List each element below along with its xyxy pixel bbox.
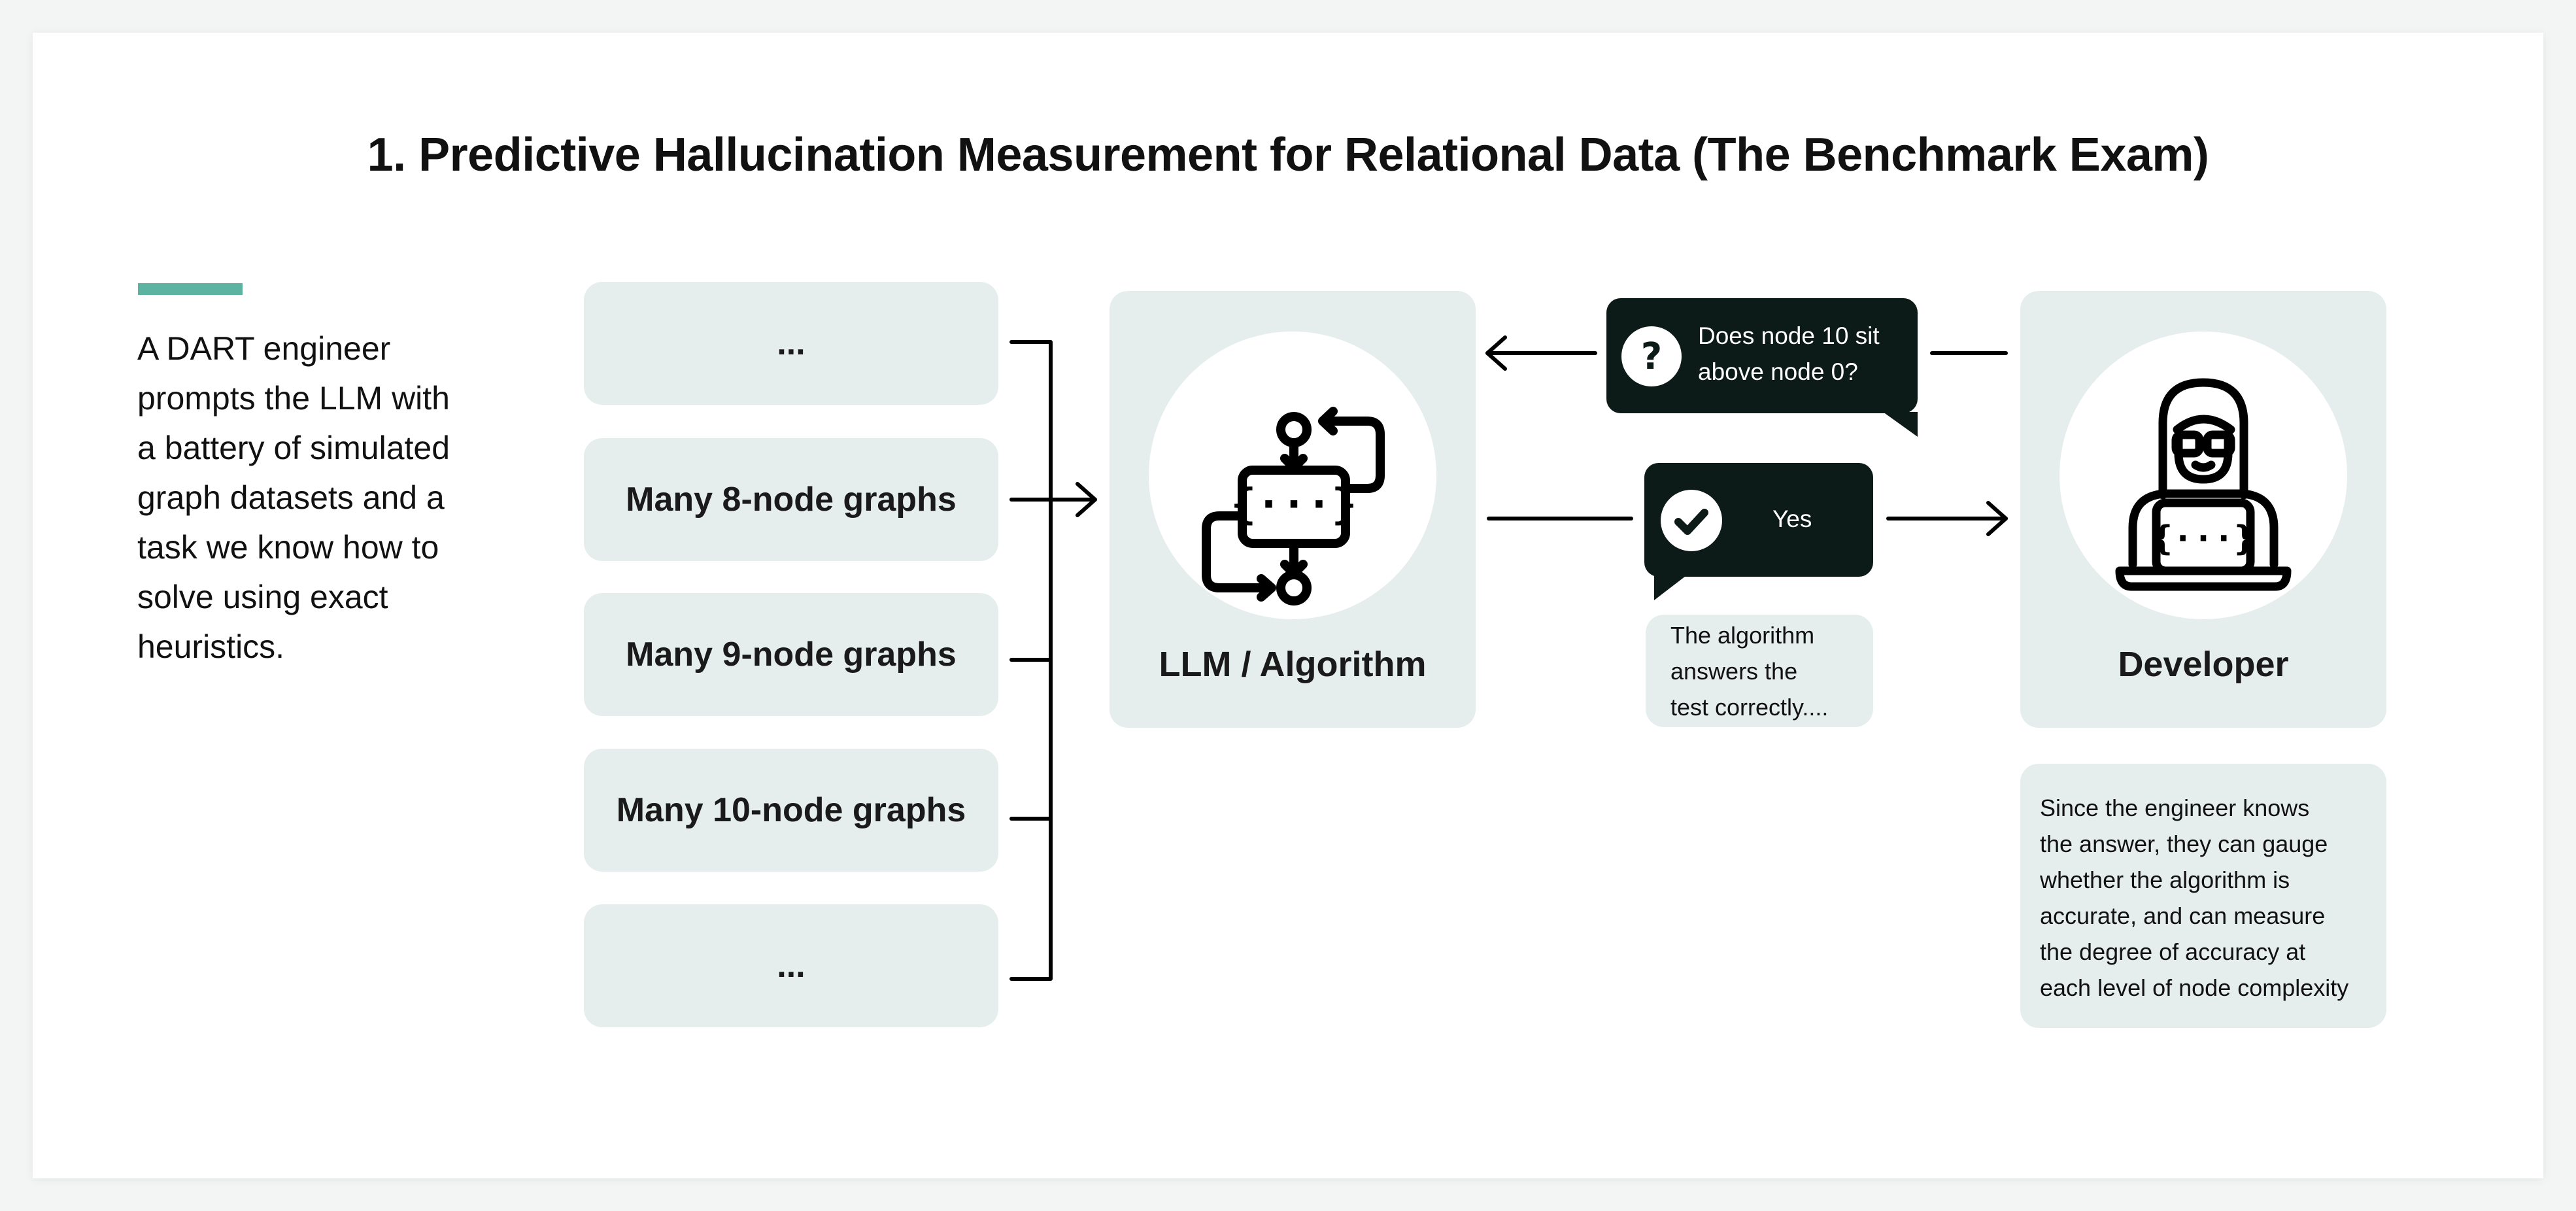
developer-note-line: accurate, and can measure — [2040, 902, 2326, 929]
diagram-title: 1. Predictive Hallucination Measurement … — [367, 129, 2209, 181]
developer-node-label: Developer — [2118, 645, 2289, 684]
svg-text:?: ? — [1641, 335, 1662, 378]
intro-line: A DART engineer — [137, 330, 391, 367]
developer-note-line: whether the algorithm is — [2040, 866, 2290, 893]
check-icon — [1661, 490, 1722, 551]
question-bubble-tail — [1883, 412, 1918, 437]
question-text: Does node 10 sit above node 0? — [1698, 318, 1880, 390]
developer-note-line: the degree of accuracy at — [2040, 938, 2306, 965]
llm-node-label: LLM / Algorithm — [1159, 645, 1427, 684]
graph-dataset-label: Many 8-node graphs — [626, 481, 957, 519]
svg-text:{···}: {···} — [1231, 481, 1357, 529]
graph-dataset-box: Many 9-node graphs — [584, 593, 998, 716]
developer-note-line: the answer, they can gauge — [2040, 830, 2328, 857]
answer-note-line: answers the — [1670, 658, 1798, 685]
intro-line: graph datasets and a — [137, 479, 445, 516]
graph-dataset-label: ... — [777, 324, 805, 362]
graph-dataset-label: Many 9-node graphs — [626, 636, 957, 674]
developer-note-box: Since the engineer knows the answer, the… — [2020, 764, 2386, 1028]
developer-laptop-icon: {···} — [2115, 378, 2292, 591]
intro-text: A DART engineer prompts the LLM with a b… — [137, 324, 503, 672]
intro-line: heuristics. — [137, 628, 285, 665]
dataset-arrowhead — [1076, 482, 1097, 517]
developer-note-text: Since the engineer knows the answer, the… — [2040, 790, 2348, 1006]
intro-line: task we know how to — [137, 529, 439, 566]
llm-node: {···} LLM / Algorithm — [1110, 291, 1476, 728]
intro-line: prompts the LLM with — [137, 380, 450, 417]
code-flow-icon: {···} — [1202, 407, 1385, 606]
question-icon: ? — [1621, 326, 1682, 386]
graph-dataset-box: ... — [584, 282, 998, 405]
llm-icon-circle: {···} — [1149, 332, 1436, 619]
svg-text:{···}: {···} — [2152, 519, 2255, 558]
answer-bubble-tail — [1654, 574, 1688, 600]
graph-dataset-box: Many 10-node graphs — [584, 749, 998, 872]
question-line: above node 0? — [1698, 358, 1858, 385]
developer-node: {···} Developer — [2020, 291, 2386, 728]
answer-note-text: The algorithm answers the test correctly… — [1670, 617, 1828, 725]
answer-note-box: The algorithm answers the test correctly… — [1646, 615, 1873, 727]
accent-bar — [138, 283, 243, 295]
answer-note-line: test correctly.... — [1670, 694, 1829, 721]
graph-dataset-box: ... — [584, 904, 998, 1027]
developer-note-line: Since the engineer knows — [2040, 794, 2310, 821]
graph-dataset-box: Many 8-node graphs — [584, 438, 998, 561]
intro-line: solve using exact — [137, 579, 388, 615]
answer-arrowhead — [1986, 501, 2008, 536]
graph-dataset-label: ... — [777, 947, 805, 985]
graph-dataset-label: Many 10-node graphs — [616, 791, 966, 829]
question-line: Does node 10 sit — [1698, 322, 1880, 349]
developer-icon-circle: {···} — [2059, 332, 2347, 619]
question-bubble: ? Does node 10 sit above node 0? — [1606, 298, 1918, 413]
question-arrowhead — [1485, 335, 1507, 371]
answer-text: Yes — [1772, 505, 1812, 532]
developer-note-line: each level of node complexity — [2040, 974, 2349, 1001]
intro-line: a battery of simulated — [137, 430, 450, 466]
answer-note-line: The algorithm — [1670, 622, 1815, 649]
answer-bubble: Yes — [1644, 463, 1873, 577]
